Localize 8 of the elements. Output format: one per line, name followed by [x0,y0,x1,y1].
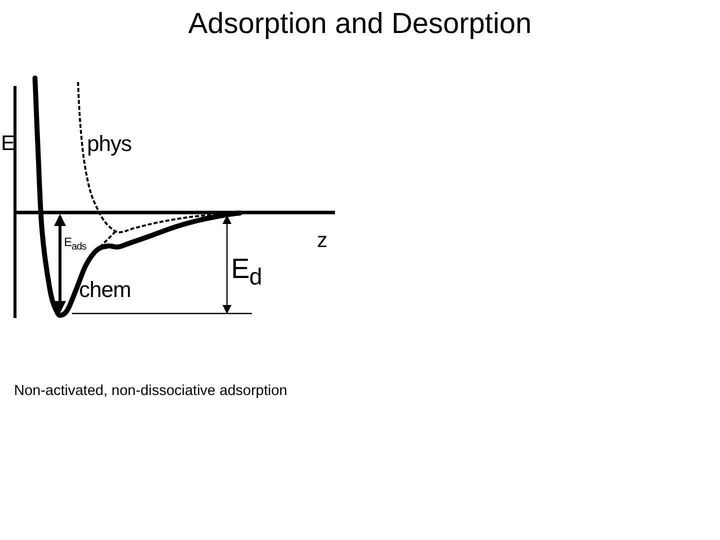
energy-label: E$_{ads}$ [64,236,86,252]
energy-label: E$_{d}$ [231,255,262,289]
axis-label: z [317,230,327,251]
caption: Non-activated, non-dissociative adsorption [14,384,288,398]
curve-label: chem [79,279,131,301]
curve-label: phys [87,133,132,155]
title: Adsorption and Desorption [188,8,532,40]
axis-label: E [1,133,15,154]
